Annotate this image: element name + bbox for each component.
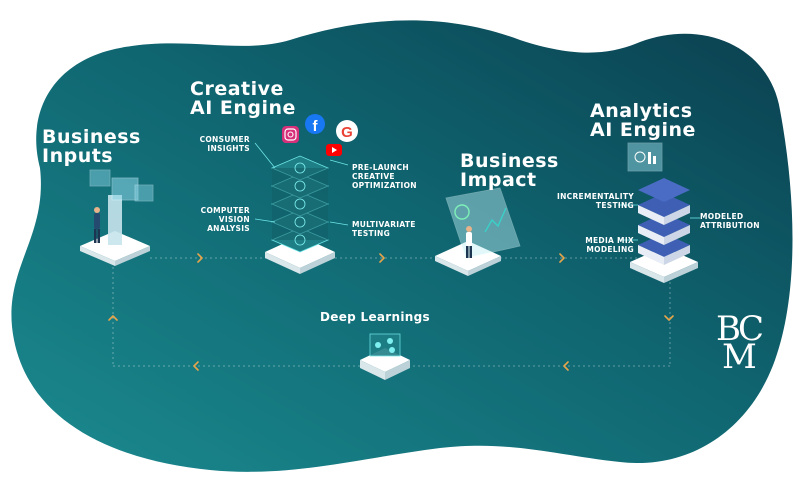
title-line: Impact	[460, 169, 537, 191]
business-inputs-title: Business Inputs	[42, 128, 141, 166]
title-line: Creative	[190, 78, 284, 100]
label-line: PRE-LAUNCH	[352, 163, 410, 172]
label-line: ANALYSIS	[207, 224, 250, 233]
label-line: ATTRIBUTION	[700, 221, 760, 230]
svg-text:G: G	[341, 124, 353, 141]
title-line: AI Engine	[190, 97, 296, 119]
creative-engine-stack	[254, 142, 349, 274]
title-line: AI Engine	[590, 119, 696, 141]
deep-learnings-chip	[360, 333, 410, 380]
logo-letter-b: B	[716, 309, 741, 349]
analytics-engine-title: Analytics AI Engine	[590, 102, 696, 140]
label-line: TESTING	[352, 229, 391, 238]
modeled-attribution-label: MODELED ATTRIBUTION	[700, 212, 760, 230]
arrow-left-1	[563, 361, 569, 371]
blob-shape	[11, 20, 793, 472]
logo-letter-c: C	[738, 309, 765, 349]
title-line: Inputs	[42, 145, 114, 167]
arrow-up	[108, 315, 118, 321]
label-line: VISION	[218, 215, 250, 224]
instagram-icon	[282, 126, 299, 143]
deep-learnings-title: Deep Learnings	[320, 310, 430, 324]
incrementality-label: INCREMENTALITY TESTING	[548, 192, 634, 210]
media-mix-label: MEDIA MIX MODELING	[560, 236, 634, 254]
arrow-right-2	[379, 253, 385, 263]
logo-letter-m: M	[722, 337, 757, 377]
title-line: Business	[42, 126, 141, 148]
arrow-left-2	[193, 361, 199, 371]
label-line: MULTIVARIATE	[352, 220, 416, 229]
arrow-right-1	[197, 253, 203, 263]
creative-engine-title: Creative AI Engine	[190, 80, 296, 118]
google-icon: G	[336, 120, 358, 142]
label-line: INSIGHTS	[207, 144, 250, 153]
flow-lines	[112, 257, 671, 367]
title-line: Business	[460, 150, 559, 172]
label-line: CREATIVE	[352, 172, 395, 181]
youtube-icon	[326, 144, 342, 156]
social-icons: f G	[282, 114, 358, 156]
label-line: MEDIA MIX	[585, 236, 634, 245]
business-impact-title: Business Impact	[460, 152, 559, 190]
title-line: Analytics	[590, 100, 693, 122]
label-line: INCREMENTALITY	[557, 192, 634, 201]
label-line: TESTING	[595, 201, 634, 210]
person-head	[94, 207, 100, 213]
arrow-right-3	[559, 253, 565, 263]
pre-launch-label: PRE-LAUNCH CREATIVE OPTIMIZATION	[352, 163, 417, 190]
svg-text:f: f	[313, 118, 319, 135]
label-line: CONSUMER	[199, 135, 250, 144]
business-inputs-illustration	[80, 169, 154, 266]
facebook-icon: f	[305, 114, 325, 135]
analytics-engine-stack	[618, 142, 700, 283]
label-line: MODELING	[586, 245, 634, 254]
arrow-down	[664, 315, 674, 321]
label-line: COMPUTER	[200, 206, 250, 215]
multivariate-label: MULTIVARIATE TESTING	[352, 220, 416, 238]
business-impact-illustration	[435, 187, 521, 276]
arrows	[108, 253, 674, 371]
label-line: MODELED	[700, 212, 744, 221]
label-line: OPTIMIZATION	[352, 181, 417, 190]
computer-vision-label: COMPUTER VISION ANALYSIS	[190, 206, 250, 233]
consumer-insights-label: CONSUMER INSIGHTS	[190, 135, 250, 153]
